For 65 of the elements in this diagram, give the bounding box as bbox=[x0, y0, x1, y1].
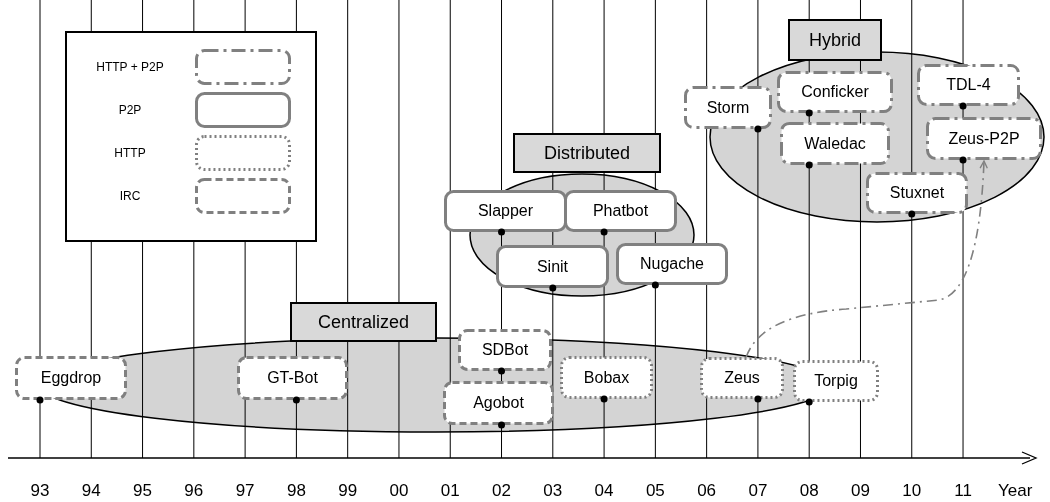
year-label: 96 bbox=[183, 480, 205, 502]
botnet-box bbox=[866, 172, 968, 214]
year-label: 07 bbox=[747, 480, 769, 502]
year-label: 97 bbox=[234, 480, 256, 502]
botnet-box bbox=[443, 381, 554, 425]
botnet-box bbox=[564, 190, 677, 232]
botnet-box bbox=[793, 360, 879, 402]
year-label: 01 bbox=[439, 480, 461, 502]
node-label: Hybrid bbox=[809, 28, 861, 52]
botnet-box bbox=[560, 356, 653, 399]
year-label: 02 bbox=[491, 480, 512, 502]
botnet-box bbox=[917, 64, 1020, 106]
arrow bbox=[745, 160, 988, 358]
year-label: 06 bbox=[696, 480, 718, 502]
year-label: 05 bbox=[644, 480, 666, 502]
category-box bbox=[290, 302, 437, 342]
year-label: 98 bbox=[285, 480, 307, 502]
botnet-box bbox=[926, 117, 1042, 160]
legend-label: HTTP bbox=[113, 145, 147, 162]
node-label: Storm bbox=[706, 97, 750, 118]
year-label: 11 bbox=[953, 480, 973, 502]
node-label: Slapper bbox=[477, 201, 534, 221]
botnet-box bbox=[458, 329, 552, 371]
botnet-box bbox=[616, 243, 728, 285]
node-label: Centralized bbox=[317, 310, 409, 334]
node-label: Zeus bbox=[724, 368, 760, 388]
node-label: Nugache bbox=[639, 254, 704, 274]
node-label: Bobax bbox=[583, 367, 630, 388]
axis-label: Year bbox=[998, 480, 1033, 502]
node-label: Conficker bbox=[801, 82, 869, 102]
node-label: Distributed bbox=[543, 141, 630, 165]
year-label: 95 bbox=[132, 480, 153, 502]
legend-label: P2P bbox=[117, 102, 143, 119]
node-label: Stuxnet bbox=[889, 183, 945, 203]
node-label: Agobot bbox=[473, 393, 524, 413]
year-label: 10 bbox=[901, 480, 923, 502]
legend-label: HTTP + P2P bbox=[95, 59, 165, 76]
node-label: Eggdrop bbox=[40, 368, 102, 388]
year-label: 09 bbox=[850, 480, 871, 502]
botnet-box bbox=[777, 71, 893, 113]
node-label: Phatbot bbox=[592, 201, 649, 221]
node-label: Zeus-P2P bbox=[948, 128, 1020, 149]
node-label: Waledac bbox=[804, 133, 866, 154]
year-label: 99 bbox=[337, 480, 359, 502]
node-label: Torpig bbox=[814, 371, 858, 391]
node-label: GT-Bot bbox=[267, 368, 318, 388]
botnet-box bbox=[444, 190, 567, 232]
year-label: 03 bbox=[542, 480, 564, 502]
node-label: TDL-4 bbox=[946, 75, 991, 95]
year-label: 04 bbox=[593, 480, 615, 502]
year-label: 08 bbox=[798, 480, 820, 502]
botnet-box bbox=[700, 357, 784, 399]
botnet-box bbox=[496, 245, 609, 288]
node-label: Sinit bbox=[536, 256, 569, 277]
node-label: SDBot bbox=[481, 340, 529, 360]
year-label: 00 bbox=[388, 480, 410, 502]
botnet-box bbox=[684, 86, 772, 129]
botnet-box bbox=[15, 356, 127, 400]
year-label: 93 bbox=[29, 480, 51, 502]
category-box bbox=[788, 19, 882, 61]
legend-label: IRC bbox=[118, 188, 142, 205]
year-label: 94 bbox=[80, 480, 102, 502]
botnet-box bbox=[237, 356, 348, 400]
category-box bbox=[513, 133, 661, 173]
botnet-box bbox=[780, 122, 890, 165]
